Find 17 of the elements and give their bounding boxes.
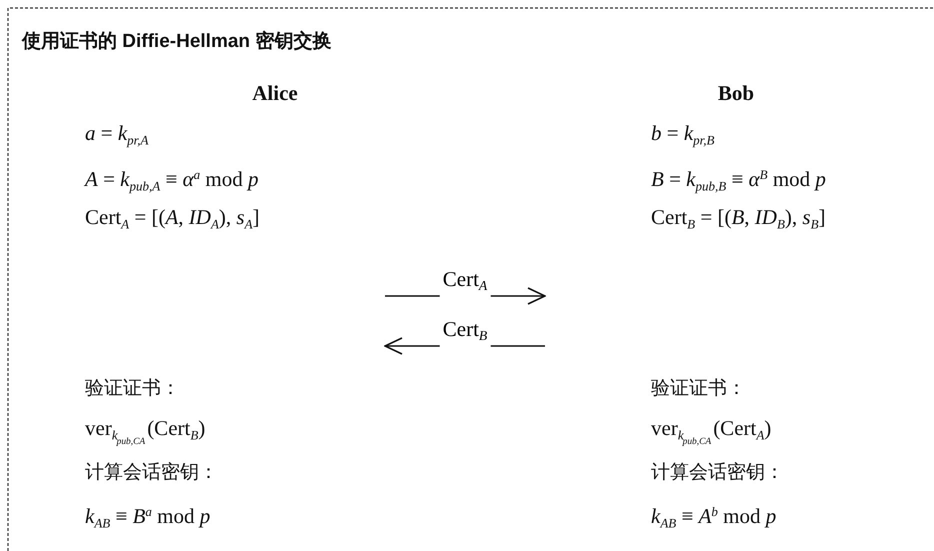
formula: Cert$_{B}$ = [(B, ID$_{B}$), s$_{B}$] <box>651 204 826 234</box>
formula: B = k$_{pub,B}$ ≡ α$^{B}$ mod p <box>651 166 826 196</box>
formula: k$_{AB}$ ≡ B$^{a}$ mod p <box>85 503 210 533</box>
step-heading: 计算会话密钥： <box>85 460 218 485</box>
formula: b = k$_{pr,B}$ <box>651 120 715 150</box>
formula: Cert$_{A}$ = [(A, ID$_{A}$), s$_{A}$] <box>85 204 260 234</box>
step-heading: 验证证书： <box>85 376 180 401</box>
party-name: Bob <box>718 80 754 106</box>
step-heading: 计算会话密钥： <box>651 460 784 485</box>
formula: A = k$_{pub,A}$ ≡ α$^{a}$ mod p <box>85 166 258 196</box>
formula: a = k$_{pr,A}$ <box>85 120 149 150</box>
formula: k$_{AB}$ ≡ A$^{b}$ mod p <box>651 503 776 533</box>
formula: ver$_{k}$$_{pub,CA}$(Cert$_{A}$) <box>651 415 772 448</box>
diagram-title: 使用证书的 Diffie-Hellman 密钥交换 <box>22 30 332 54</box>
party-name: Alice <box>252 80 298 106</box>
formula: ver$_{k}$$_{pub,CA}$(Cert$_{B}$) <box>85 415 206 448</box>
step-heading: 验证证书： <box>651 376 746 401</box>
